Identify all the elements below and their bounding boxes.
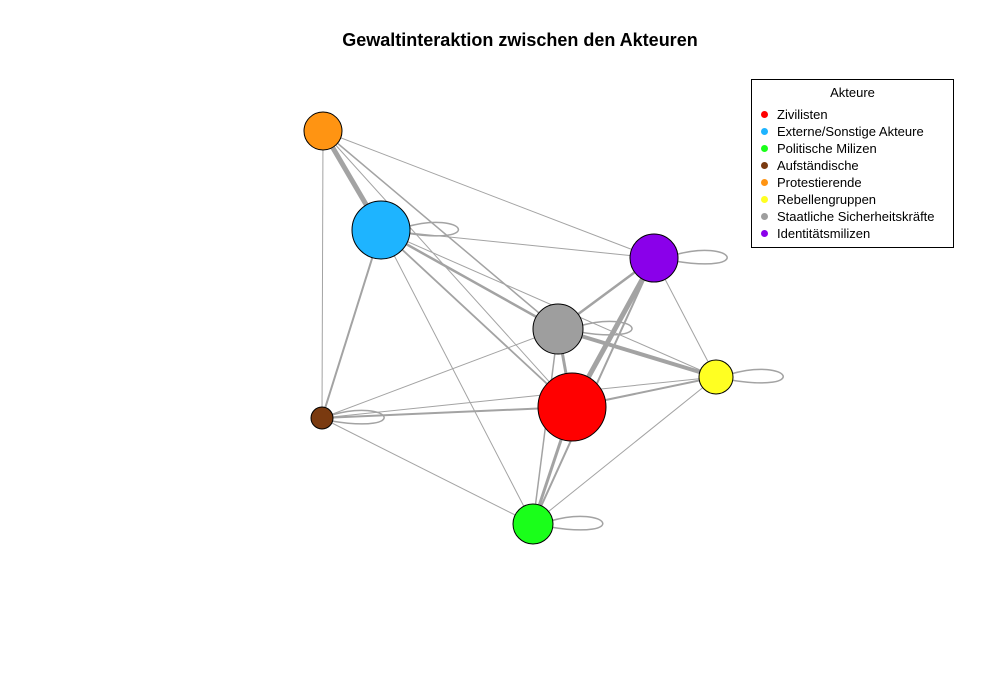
- edge-protestierende-identitaet: [322, 130, 655, 259]
- legend-label: Zivilisten: [777, 107, 828, 122]
- edge-externe-identitaet: [380, 229, 655, 259]
- legend-title: Akteure: [830, 85, 875, 100]
- self-loop-rebellen: [730, 368, 784, 384]
- legend-item: Identitätsmilizen: [752, 225, 953, 242]
- self-loop-layer: [331, 221, 784, 531]
- legend-label: Rebellengruppen: [777, 192, 877, 207]
- legend-label: Identitätsmilizen: [777, 226, 871, 241]
- legend-color-dot: [761, 111, 768, 118]
- legend-item: Politische Milizen: [752, 140, 953, 157]
- legend-color-dot: [761, 145, 768, 152]
- node-protestierende: [303, 111, 343, 151]
- legend-item: Protestierende: [752, 174, 953, 191]
- legend-color-dot: [761, 196, 768, 203]
- edge-externe-rebellen: [380, 229, 717, 378]
- legend-item: Rebellengruppen: [752, 191, 953, 208]
- edge-protestierende-zivilisten: [322, 130, 573, 408]
- legend-color-dot: [761, 213, 768, 220]
- self-loop-identitaet: [674, 249, 728, 265]
- legend-color-dot: [761, 230, 768, 237]
- node-layer: [303, 111, 734, 545]
- edge-externe-aufstaendische: [321, 229, 382, 419]
- node-politische: [512, 503, 554, 545]
- edge-politische-rebellen: [532, 376, 717, 525]
- edge-externe-staatliche: [380, 228, 559, 331]
- legend-item: Staatliche Sicherheitskräfte: [752, 208, 953, 225]
- legend-label: Aufständische: [777, 158, 859, 173]
- node-identitaet: [629, 233, 679, 283]
- self-loop-staatliche: [579, 320, 633, 336]
- edge-externe-zivilisten: [380, 229, 573, 408]
- legend-label: Protestierende: [777, 175, 862, 190]
- self-loop-politische: [549, 515, 604, 531]
- node-zivilisten: [537, 372, 607, 442]
- edge-protestierende-aufstaendische: [321, 130, 324, 419]
- edge-aufstaendische-rebellen: [321, 376, 717, 419]
- node-rebellen: [698, 359, 734, 395]
- edge-zivilisten-aufstaendische: [321, 406, 573, 419]
- node-staatliche: [532, 303, 584, 355]
- legend-item: Aufständische: [752, 157, 953, 174]
- chart-title: Gewaltinteraktion zwischen den Akteuren: [342, 30, 698, 50]
- edge-staatliche-aufstaendische: [321, 328, 559, 419]
- legend-label: Politische Milizen: [777, 141, 877, 156]
- self-loop-aufstaendische: [331, 409, 385, 425]
- edge-aufstaendische-politische: [321, 417, 534, 525]
- edge-externe-politische: [380, 229, 534, 525]
- legend-item: Externe/Sonstige Akteure: [752, 123, 953, 140]
- node-aufstaendische: [310, 406, 334, 430]
- legend-item: Zivilisten: [752, 106, 953, 123]
- edge-protestierende-staatliche: [322, 130, 559, 330]
- legend-label: Staatliche Sicherheitskräfte: [777, 209, 935, 224]
- legend-color-dot: [761, 179, 768, 186]
- edge-layer: [320, 129, 717, 525]
- legend-label: Externe/Sonstige Akteure: [777, 124, 924, 139]
- legend-color-dot: [761, 128, 768, 135]
- edge-staatliche-rebellen: [557, 327, 717, 379]
- legend-color-dot: [761, 162, 768, 169]
- node-externe: [351, 200, 411, 260]
- self-loop-externe: [405, 221, 459, 237]
